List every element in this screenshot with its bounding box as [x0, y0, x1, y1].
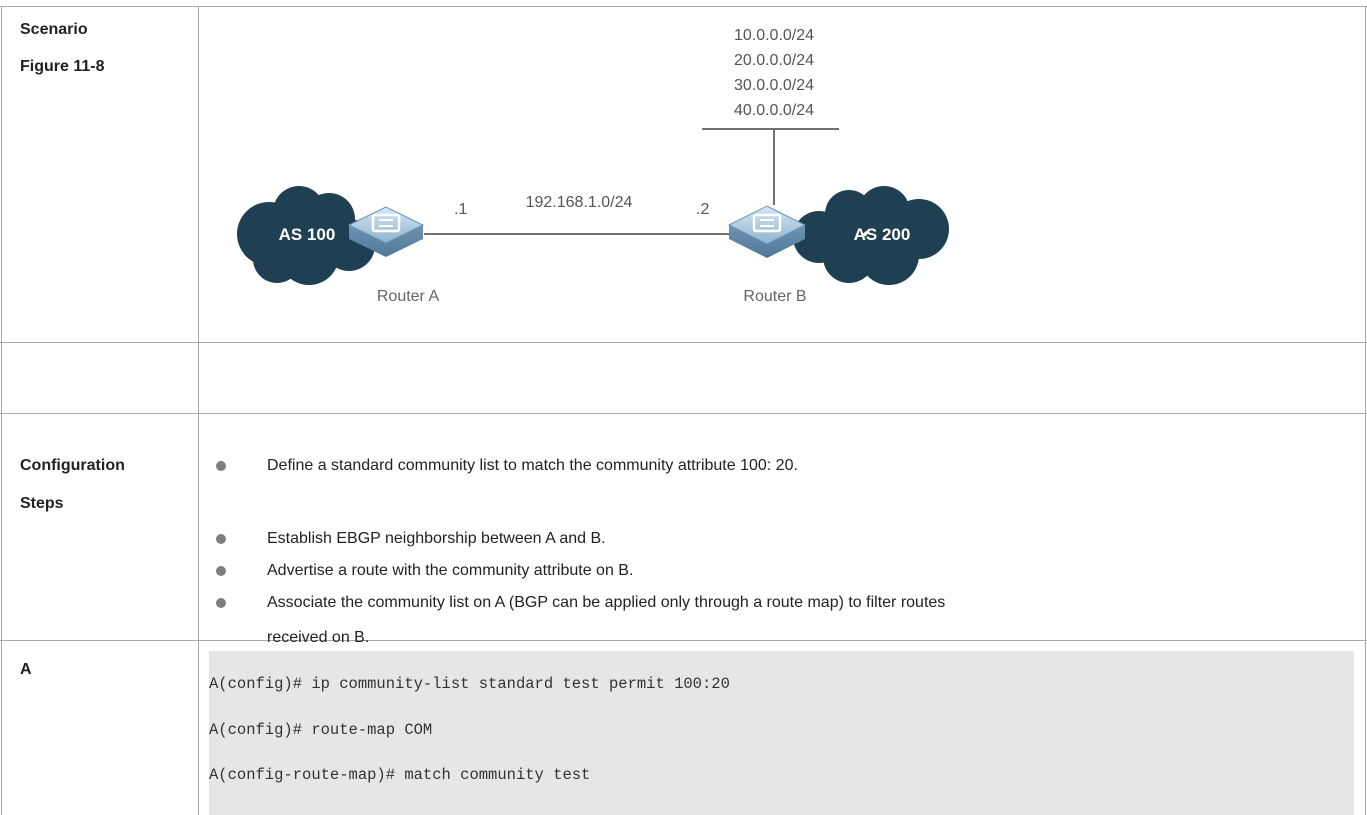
device-a-label: A: [20, 661, 32, 678]
table-border-left: [1, 6, 2, 815]
network-4: 40.0.0.0/24: [734, 102, 814, 119]
step-item: Associate the community list on A (BGP c…: [216, 589, 1356, 616]
table-divider-2: [0, 413, 1367, 414]
figure-label: Figure 11-8: [20, 58, 105, 75]
table-border-top: [0, 6, 1367, 7]
router-b-suffix: .2: [696, 201, 709, 218]
bullet-icon: [216, 461, 226, 471]
as-200-label: AS 200: [854, 225, 911, 244]
step-text: Define a standard community list to matc…: [267, 457, 798, 474]
table-divider-1: [0, 342, 1367, 343]
code-line: A(config)# ip community-list standard te…: [209, 675, 730, 693]
step-text: Associate the community list on A (BGP c…: [267, 594, 946, 611]
step-text: received on B.: [267, 629, 370, 646]
table-border-right: [1365, 6, 1366, 815]
network-topology-figure: 10.0.0.0/24 20.0.0.0/24 30.0.0.0/24 40.0…: [237, 27, 949, 305]
code-block: A(config)# ip community-list standard te…: [209, 651, 1354, 815]
network-3: 30.0.0.0/24: [734, 77, 814, 94]
code-line: A(config)# route-map COM: [209, 721, 433, 739]
step-text: Establish EBGP neighborship between A an…: [267, 530, 606, 547]
as-100-cloud: [237, 186, 375, 285]
step-continuation: received on B.: [216, 624, 1356, 651]
bullet-icon: [216, 566, 226, 576]
router-a-suffix: .1: [454, 201, 467, 218]
bullet-icon: [216, 598, 226, 608]
network-2: 20.0.0.0/24: [734, 52, 814, 69]
bullet-icon: [216, 534, 226, 544]
network-list: 10.0.0.0/24 20.0.0.0/24 30.0.0.0/24 40.0…: [734, 27, 814, 119]
as-100-label: AS 100: [279, 225, 336, 244]
network-1: 10.0.0.0/24: [734, 27, 814, 44]
table-column-divider: [198, 6, 199, 815]
router-a-label: Router A: [377, 288, 440, 305]
scenario-label: Scenario: [20, 21, 88, 38]
config-steps-label-line2: Steps: [20, 495, 64, 512]
code-line: A(config-route-map)# match community tes…: [209, 766, 591, 784]
step-item: Define a standard community list to matc…: [216, 452, 1356, 479]
step-text: Advertise a route with the community att…: [267, 562, 634, 579]
router-a-icon: [347, 206, 425, 257]
link-subnet-label: 192.168.1.0/24: [526, 194, 633, 211]
config-steps-label-line1: Configuration: [20, 457, 125, 474]
as-200-cloud: [793, 186, 949, 285]
step-item: Advertise a route with the community att…: [216, 557, 1356, 584]
router-b-label: Router B: [743, 288, 806, 305]
step-item: Establish EBGP neighborship between A an…: [216, 525, 1356, 552]
router-b-icon: [727, 205, 807, 258]
table-divider-3: [0, 640, 1367, 641]
